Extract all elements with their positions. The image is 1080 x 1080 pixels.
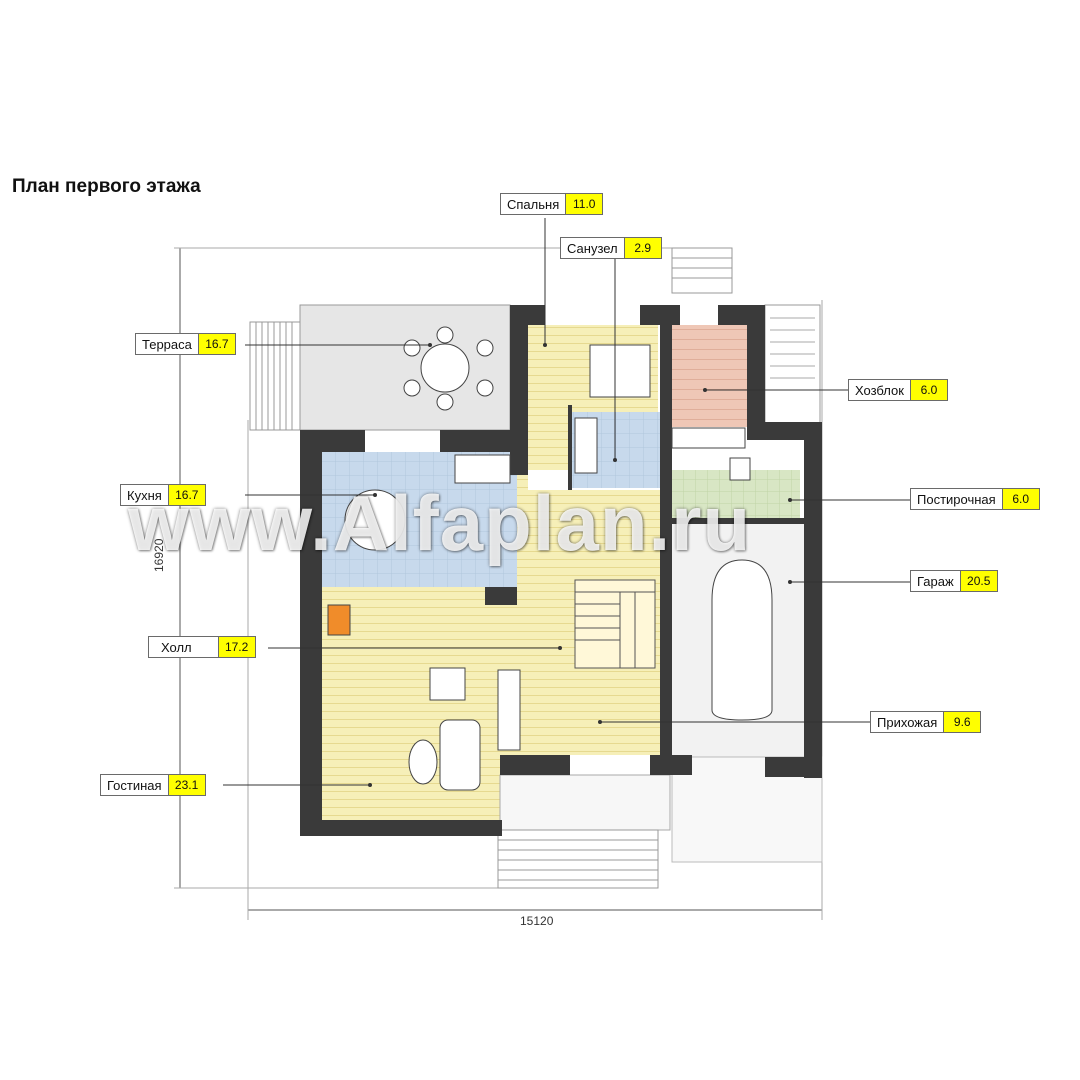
room-name: Холл xyxy=(161,639,192,655)
sofa xyxy=(439,719,481,791)
hall-living-floor xyxy=(322,470,660,822)
plan-title: План первого этажа xyxy=(12,176,201,197)
room-name: Прихожая xyxy=(877,714,938,730)
room-name: Спальня xyxy=(507,196,560,212)
room-name: Гараж xyxy=(917,573,954,589)
bed xyxy=(589,344,651,398)
room-area-badge: 9.6 xyxy=(943,712,981,732)
room-area-badge: 17.2 xyxy=(217,637,255,657)
room-area-badge: 16.7 xyxy=(197,334,235,354)
room-name: Постирочная xyxy=(917,491,996,507)
room-area-badge: 11.0 xyxy=(565,194,603,214)
room-label-utility: Хозблок 6.0 xyxy=(848,379,948,401)
room-name: Терраса xyxy=(142,336,192,352)
room-label-terrace: Терраса 16.7 xyxy=(135,333,236,355)
room-area-badge: 2.9 xyxy=(623,238,661,258)
room-area-badge: 6.0 xyxy=(1001,489,1039,509)
leader-lines xyxy=(223,218,910,786)
car xyxy=(711,559,773,721)
room-name: Кухня xyxy=(127,487,162,503)
room-label-bedroom: Спальня 11.0 xyxy=(500,193,604,215)
room-area-badge: 6.0 xyxy=(909,380,947,400)
terrace-steps xyxy=(249,321,301,431)
room-name: Хозблок xyxy=(855,382,904,398)
wardrobe xyxy=(497,669,521,751)
room-name: Санузел xyxy=(567,240,618,256)
room-label-living: Гостиная 23.1 xyxy=(100,774,206,796)
room-area-badge: 16.7 xyxy=(167,485,205,505)
terrace-area xyxy=(249,304,511,431)
furniture xyxy=(327,344,773,791)
kitchen-table xyxy=(344,489,406,551)
entrance-porch xyxy=(499,774,671,831)
back-steps xyxy=(671,247,733,294)
room-label-bathroom: Санузел 2.9 xyxy=(560,237,662,259)
stairs xyxy=(574,579,656,669)
room-area-badge: 20.5 xyxy=(959,571,997,591)
walls xyxy=(300,305,822,836)
room-label-hall: Холл 17.2 xyxy=(148,636,256,658)
utility-floor xyxy=(672,325,747,427)
room-label-garage: Гараж 20.5 xyxy=(910,570,998,592)
room-label-kitchen: Кухня 16.7 xyxy=(120,484,206,506)
watermark: www.Alfaplan.ru xyxy=(128,479,752,567)
room-label-entrance: Прихожая 9.6 xyxy=(870,711,982,733)
utility-steps xyxy=(764,304,821,424)
terrace-dining-set xyxy=(403,326,494,411)
coffee-table xyxy=(408,739,438,785)
room-name: Гостиная xyxy=(107,777,162,793)
armchair xyxy=(429,667,466,701)
entrance-steps xyxy=(497,829,659,889)
leader-dots xyxy=(368,343,792,787)
width-dimension: 15120 xyxy=(520,914,554,928)
room-area-badge: 23.1 xyxy=(167,775,205,795)
boiler xyxy=(327,604,351,636)
room-label-laundry: Постирочная 6.0 xyxy=(910,488,1040,510)
